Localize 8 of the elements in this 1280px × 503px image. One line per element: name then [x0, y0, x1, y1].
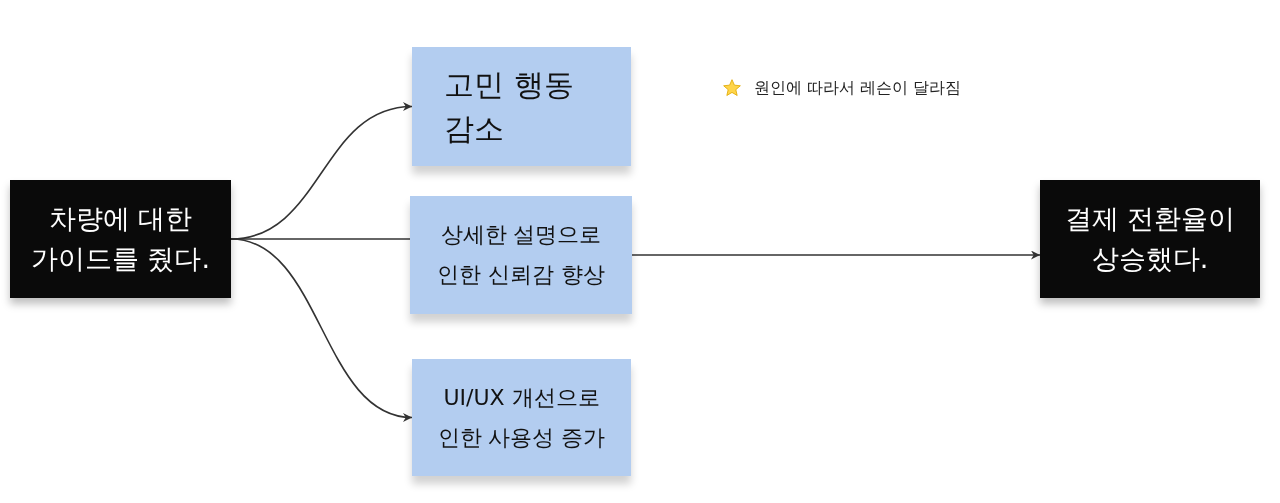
sticky-note: 결제 전환율이 상승했다.	[1040, 180, 1260, 298]
note-card: UI/UX 개선으로 인한 사용성 증가	[412, 359, 631, 476]
note-card: 고민 행동 감소	[412, 47, 631, 166]
note-card: 상세한 설명으로 인한 신뢰감 향상	[410, 196, 632, 314]
note-text: 원인에 따라서 레슨이 달라짐	[754, 77, 962, 99]
sticky-note: 차량에 대한 가이드를 줬다.	[10, 180, 231, 298]
arrow	[631, 250, 1041, 260]
arrow	[230, 238, 413, 421]
